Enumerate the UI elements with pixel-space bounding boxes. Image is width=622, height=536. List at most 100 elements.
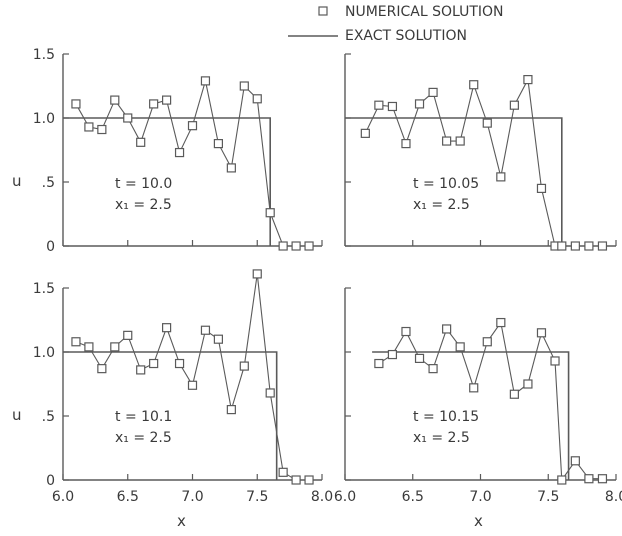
- x-axis-label-right: x: [474, 512, 483, 530]
- panel-3-numerical-point: [523, 379, 533, 389]
- panel-0-y-tick-label: 1.0: [33, 111, 55, 127]
- panel-3-x-tick-label: 6.0: [334, 489, 356, 505]
- panel-3-numerical-point: [387, 349, 398, 360]
- panel-2-numerical-line: [75, 273, 310, 481]
- panel-2-y-tick-label: .5: [42, 409, 55, 425]
- panel-2-numerical-point: [149, 358, 159, 369]
- panel-0-numerical-point: [239, 81, 249, 91]
- panel-1-t-label: t = 10.05: [413, 176, 479, 192]
- panel-2-numerical-point: [265, 388, 275, 398]
- panel-0-numerical-point: [71, 99, 81, 109]
- panel-0-t-label: t = 10.0: [115, 176, 172, 192]
- panel-1-numerical-point: [496, 172, 506, 182]
- panel-1-numerical-point: [482, 118, 492, 128]
- panel-0-y-tick-label: 0: [46, 239, 55, 255]
- legend-numerical-marker: [318, 6, 328, 16]
- panel-3-x-tick-label: 8.0: [605, 489, 622, 505]
- panel-2-numerical-point: [110, 342, 120, 352]
- panel-3-numerical-point: [584, 474, 594, 484]
- panel-0-numerical-point: [162, 95, 172, 105]
- panel-bottom-right: 6.06.57.07.58.0 t = 10.15 x₁ = 2.5: [334, 287, 622, 505]
- panel-2-numerical-point: [278, 467, 288, 477]
- panel-0-x1-label: x₁ = 2.5: [115, 197, 172, 213]
- panel-0-numerical-point: [97, 124, 107, 135]
- panel-2-numerical: [71, 269, 314, 485]
- panel-3-numerical-point: [496, 317, 506, 328]
- panel-2-x-tick-label: 6.0: [52, 489, 74, 505]
- panel-0-numerical-point: [149, 99, 159, 109]
- panel-3-numerical-point: [401, 326, 411, 337]
- panel-2-numerical-point: [304, 475, 314, 485]
- panel-2-x-tick-label: 7.5: [246, 489, 268, 505]
- panel-1-numerical-point: [536, 183, 547, 193]
- panel-0-numerical-point: [187, 121, 198, 131]
- panel-3-numerical-point: [557, 475, 567, 485]
- panel-0-numerical-point: [84, 122, 94, 132]
- panel-0-y-tick-label: 1.5: [33, 47, 55, 63]
- panel-3-numerical-point: [482, 337, 492, 347]
- y-axis-label-top: u: [12, 172, 22, 190]
- panel-3-numerical-point: [509, 389, 519, 399]
- panel-1-numerical-point: [557, 241, 567, 251]
- panel-3-numerical: [374, 317, 608, 485]
- panel-1-numerical: [360, 74, 608, 251]
- panel-1-numerical-point: [401, 139, 411, 149]
- y-axis-label-bottom: u: [12, 406, 22, 424]
- panel-3-numerical-point: [469, 383, 479, 393]
- panel-1-numerical-point: [414, 99, 425, 109]
- panel-1-exact-line: [345, 117, 563, 246]
- panel-1-numerical-point: [455, 136, 465, 146]
- panel-3-numerical-point: [374, 358, 384, 369]
- panel-3-numerical-point: [550, 356, 560, 366]
- panel-3-x-tick-label: 7.5: [537, 489, 559, 505]
- panel-0-numerical-point: [110, 95, 120, 105]
- panel-2-numerical-point: [174, 358, 185, 369]
- panel-2-y-tick-label: 1.0: [33, 345, 55, 361]
- panel-1-numerical-point: [584, 241, 594, 251]
- panel-1-numerical-line: [364, 77, 603, 247]
- panel-3-numerical-point: [536, 328, 547, 338]
- panel-1-numerical-point: [442, 136, 452, 146]
- panel-2-numerical-point: [291, 475, 301, 485]
- panel-0-numerical-point: [136, 137, 146, 147]
- panel-3-numerical-point: [570, 456, 580, 466]
- panel-2-numerical-point: [123, 330, 133, 340]
- panel-3-numerical-point: [414, 353, 425, 363]
- legend-exact-label: EXACT SOLUTION: [345, 28, 467, 44]
- panel-0-axes: 0.51.01.5: [33, 47, 323, 255]
- panel-1-numerical-point: [523, 74, 533, 85]
- panel-2-y-tick-label: 0: [46, 473, 55, 489]
- panel-1-numerical-point: [597, 241, 608, 251]
- panel-2-numerical-point: [226, 405, 236, 415]
- panel-1-numerical-point: [360, 128, 370, 138]
- panel-2-numerical-point: [187, 380, 198, 390]
- panel-3-exact-line: [372, 351, 570, 480]
- panel-3-x-tick-label: 6.5: [402, 489, 424, 505]
- panel-0-numerical-point: [265, 208, 275, 218]
- panel-3-numerical-point: [455, 342, 465, 352]
- panel-2-numerical-point: [136, 365, 146, 375]
- panel-2-numerical-point: [97, 364, 107, 374]
- panel-1-x1-label: x₁ = 2.5: [413, 197, 470, 213]
- panel-1-exact: [345, 117, 563, 246]
- panel-3-x1-label: x₁ = 2.5: [413, 430, 470, 446]
- panel-2-numerical-point: [71, 337, 81, 347]
- panel-2-numerical-point: [162, 323, 172, 333]
- panel-2-numerical-point: [252, 269, 262, 279]
- panel-1-numerical-point: [428, 87, 438, 98]
- panel-2-x-tick-label: 6.5: [117, 489, 139, 505]
- panel-0-numerical-point: [226, 163, 236, 173]
- panel-3-exact: [372, 351, 570, 480]
- legend-numerical-label: NUMERICAL SOLUTION: [345, 4, 504, 20]
- panel-1-numerical-point: [509, 100, 519, 110]
- panel-0-numerical-point: [278, 241, 288, 251]
- panel-3-x-tick-label: 7.0: [469, 489, 491, 505]
- panel-0-numerical-point: [291, 241, 301, 251]
- panel-2-t-label: t = 10.1: [115, 409, 172, 425]
- panel-top-left: 0.51.01.5 t = 10.0 x₁ = 2.5: [33, 47, 323, 255]
- panel-0-numerical-point: [304, 241, 314, 251]
